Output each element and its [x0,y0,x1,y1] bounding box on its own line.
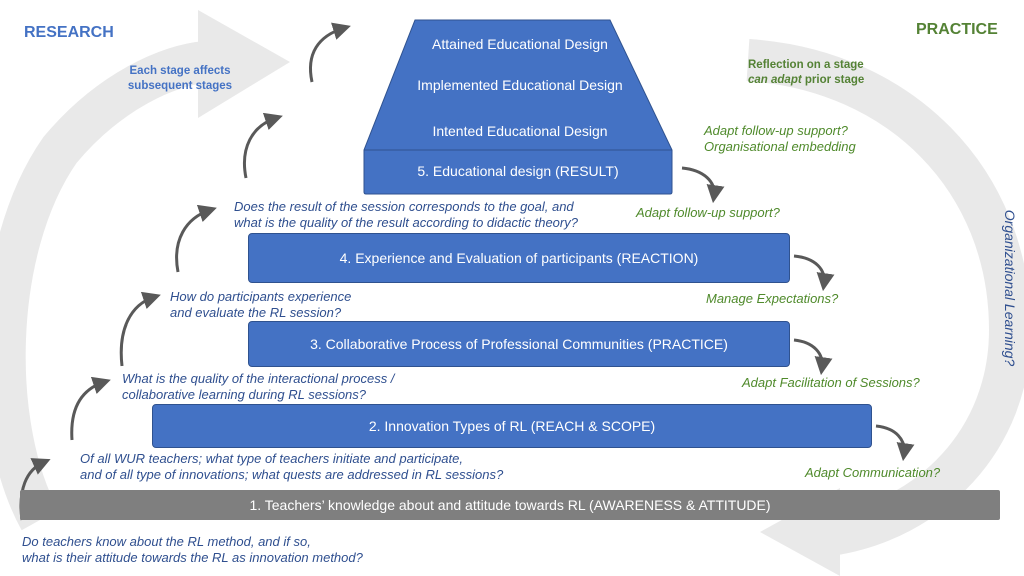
research-note: Each stage affects subsequent stages [120,64,240,94]
organizational-learning-label: Organizational Learning? [1002,209,1018,367]
question-stage1-line1: Do teachers know about the RL method, an… [22,534,311,549]
research-note-line2: subsequent stages [127,80,233,92]
stage1-bar: 1. Teachers’ knowledge about and attitud… [20,490,1000,520]
down-arrow-3 [793,338,833,376]
action-stage2: Adapt Facilitation of Sessions? [742,375,920,390]
down-arrow-5 [681,166,725,204]
step-arrow-6 [309,22,351,83]
action-stage5: Adapt follow-up support? Organisational … [704,123,856,155]
research-cycle-arrowhead [198,10,290,118]
question-stage3-line2: collaborative learning during RL session… [122,387,367,402]
intended-design-label: Intented Educational Design [432,123,608,139]
step-arrow-2 [70,376,111,441]
research-header: RESEARCH [24,24,114,41]
question-stage3-line1: What is the quality of the interactional… [122,371,395,386]
question-stage4: How do participants experience and evalu… [170,289,351,321]
action-stage4: Adapt follow-up support? [636,205,780,220]
step-arrow-4 [175,204,217,273]
step-arrow-5 [243,112,283,179]
practice-note-line2: can adapt prior stage [748,73,898,88]
question-stage5-line1: Does the result of the session correspon… [234,199,574,214]
attained-design-label: Attained Educational Design [432,36,608,52]
question-stage4-line2: and evaluate the RL session? [170,305,342,320]
question-stage2-line2: and of all type of innovations; what que… [80,467,504,482]
question-stage5: Does the result of the session correspon… [234,199,578,231]
research-cycle-arrow [0,41,208,531]
practice-note-line1: Reflection on a stage [748,59,864,71]
down-arrow-2 [875,424,915,462]
question-stage1: Do teachers know about the RL method, an… [22,534,363,566]
question-stage2-line1: Of all WUR teachers; what type of teache… [80,451,463,466]
action-stage5-line2: Organisational embedding [704,139,856,154]
practice-header: PRACTICE [916,21,998,38]
question-stage4-line1: How do participants experience [170,289,352,304]
question-stage1-line2: what is their attitude towards the RL as… [22,550,363,565]
stage2-box: 2. Innovation Types of RL (REACH & SCOPE… [152,404,872,448]
question-stage5-line2: what is the quality of the result accord… [234,215,578,230]
action-stage3: Manage Expectations? [706,291,839,306]
stage5-label: 5. Educational design (RESULT) [417,163,619,179]
implemented-design-label: Implemented Educational Design [417,77,623,93]
practice-note-rest: prior stage [801,74,865,86]
question-stage2: Of all WUR teachers; what type of teache… [80,451,503,483]
action-stage5-line1: Adapt follow-up support? [704,123,848,138]
practice-note-emphasis: can adapt [748,74,802,86]
step-arrow-3 [119,291,161,367]
question-stage3: What is the quality of the interactional… [122,371,394,403]
stage4-box: 4. Experience and Evaluation of particip… [248,233,790,283]
stage3-box: 3. Collaborative Process of Professional… [248,321,790,367]
research-note-line1: Each stage affects [129,65,231,77]
action-stage1: Adapt Communication? [805,465,941,480]
down-arrow-4 [793,254,835,292]
practice-note: Reflection on a stage can adapt prior st… [748,58,898,88]
